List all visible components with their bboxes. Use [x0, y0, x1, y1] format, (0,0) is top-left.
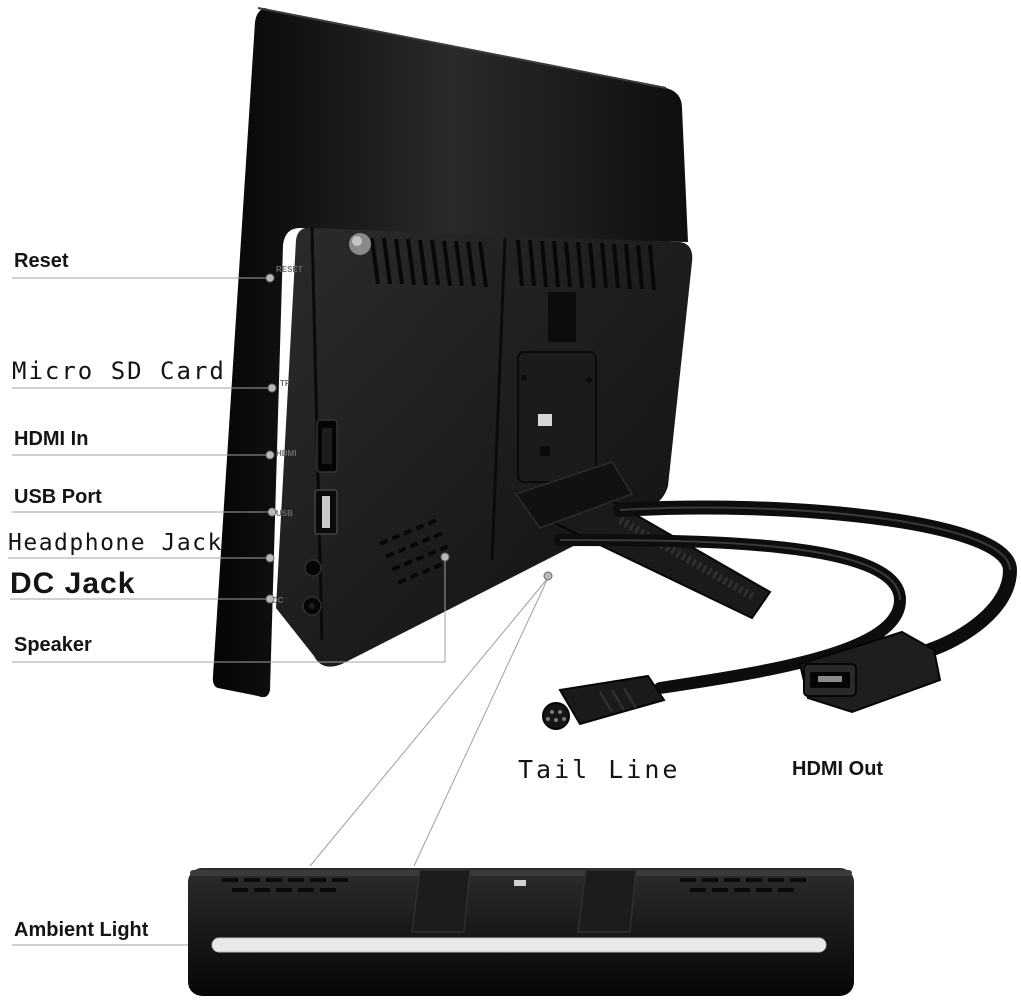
- marking-dc: DC: [272, 596, 284, 605]
- speaker-grille-left: [379, 518, 449, 585]
- label-reset: Reset: [14, 250, 69, 272]
- label-tail-line: Tail Line: [518, 755, 681, 784]
- label-hdmi-in: HDMI In: [14, 428, 89, 450]
- marking-usb: USB: [276, 509, 293, 518]
- label-ambient-light: Ambient Light: [14, 919, 149, 941]
- rear-housing: [276, 227, 693, 667]
- monitor-bezel: [212, 8, 688, 698]
- label-dc-jack: DC Jack: [10, 567, 136, 600]
- label-speaker: Speaker: [14, 634, 92, 656]
- headphone-port: [304, 559, 322, 577]
- leader-lines: [8, 277, 549, 946]
- label-micro-sd-card: Micro SD Card: [12, 357, 226, 385]
- kickstand: [545, 498, 772, 620]
- label-hdmi-out: HDMI Out: [792, 758, 884, 780]
- tail-line-connector: [542, 674, 666, 730]
- marking-hdmi: HDMI: [276, 449, 296, 458]
- label-headphone-jack: Headphone Jack: [8, 530, 223, 556]
- top-vents: [370, 237, 656, 291]
- marking-reset: RESET: [276, 265, 303, 274]
- mount-bracket: [517, 351, 597, 483]
- marking-tf: TF: [280, 379, 290, 388]
- hdmi-out-connector: [798, 630, 942, 714]
- label-usb-port: USB Port: [14, 486, 102, 508]
- ambient-light-bar: [188, 868, 854, 996]
